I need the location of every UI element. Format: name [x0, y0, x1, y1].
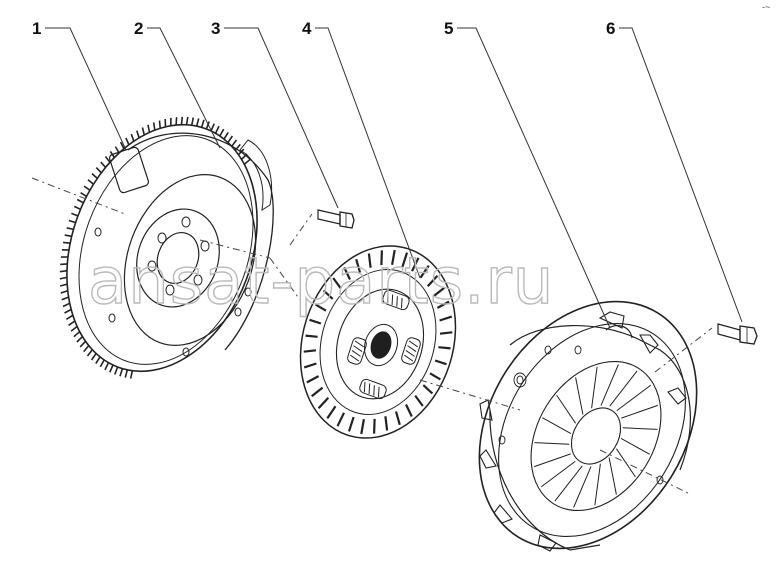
callout-number: 5 [444, 19, 453, 38]
damper-springs [347, 289, 421, 400]
diaphragm-spring-fingers [534, 364, 658, 508]
callout-6: 6 [606, 19, 743, 323]
callout-number: 3 [211, 19, 220, 38]
pressure-plate-bolt-part [717, 323, 758, 345]
corner-mark: -~ [762, 2, 770, 12]
clutch-disc-part [299, 245, 457, 439]
callout-2: 2 [134, 19, 221, 149]
callout-4: 4 [302, 19, 421, 279]
callout-3: 3 [211, 19, 339, 209]
ring-gear-teeth [59, 116, 251, 379]
splined-hub [370, 331, 392, 359]
watermark-text: ansat-parts.ru [88, 245, 554, 319]
pressure-plate-part [478, 300, 698, 552]
callout-number: 2 [134, 19, 143, 38]
callout-number: 1 [32, 19, 41, 38]
friction-lining-slots [303, 249, 453, 435]
flywheel-bolt-part [317, 209, 355, 229]
callout-number: 4 [302, 19, 312, 38]
callout-5: 5 [444, 19, 611, 329]
callout-1: 1 [32, 19, 127, 151]
assembly-axis [31, 177, 713, 495]
cover-mounting-lugs [479, 311, 687, 552]
flywheel-part [59, 116, 274, 379]
callout-number: 6 [606, 19, 615, 38]
